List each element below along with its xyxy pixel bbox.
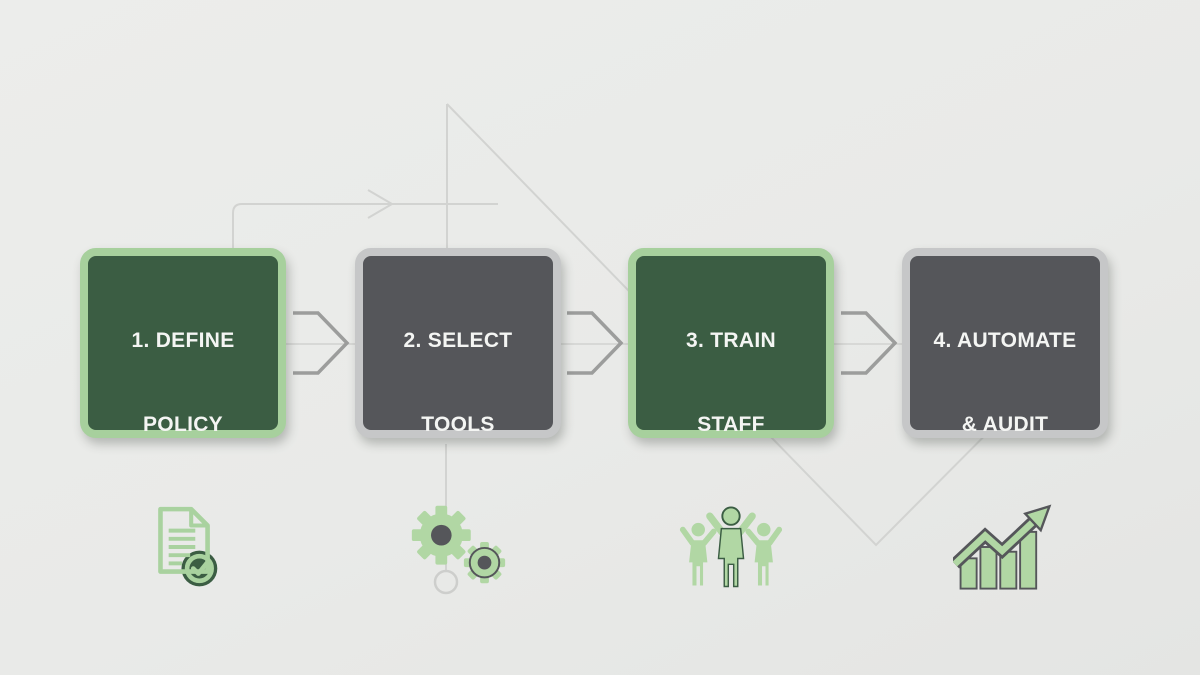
gear-small <box>463 542 506 584</box>
step-title-line2: & AUDIT <box>961 413 1049 436</box>
step-title-line1: 1. DEFINE <box>131 329 235 352</box>
flow-arrow-2 <box>567 311 624 375</box>
step-title-line1: 2. SELECT <box>403 329 513 352</box>
step-title-line2: STAFF <box>697 413 765 436</box>
step-title-line1: 3. TRAIN <box>686 329 776 352</box>
step-box-automate-audit: 4. AUTOMATE & AUDIT <box>902 248 1108 590</box>
step-title-line2: TOOLS <box>421 413 495 436</box>
gear-large <box>411 505 471 565</box>
growth-chart-icon <box>910 504 1100 590</box>
flow-arrow-3 <box>841 311 898 375</box>
step-title-line1: 4. AUTOMATE <box>933 329 1077 352</box>
step-title-line2: POLICY <box>143 413 223 436</box>
step-title: 3. TRAIN STAFF <box>686 271 776 495</box>
step-box-define-policy: 1. DEFINE POLICY <box>80 248 286 587</box>
flow-arrow-1 <box>293 311 350 375</box>
step-title: 1. DEFINE POLICY <box>131 271 234 495</box>
step-title: 4. AUTOMATE & AUDIT <box>934 271 1077 495</box>
document-check-icon <box>88 504 278 590</box>
step-box-train-staff: 3. TRAIN STAFF <box>628 248 834 588</box>
team-celebration-icon <box>636 504 826 588</box>
step-box-select-tools: 2. SELECT TOOLS <box>355 248 561 584</box>
step-title: 2. SELECT TOOLS <box>404 271 513 495</box>
gears-icon <box>363 504 553 584</box>
